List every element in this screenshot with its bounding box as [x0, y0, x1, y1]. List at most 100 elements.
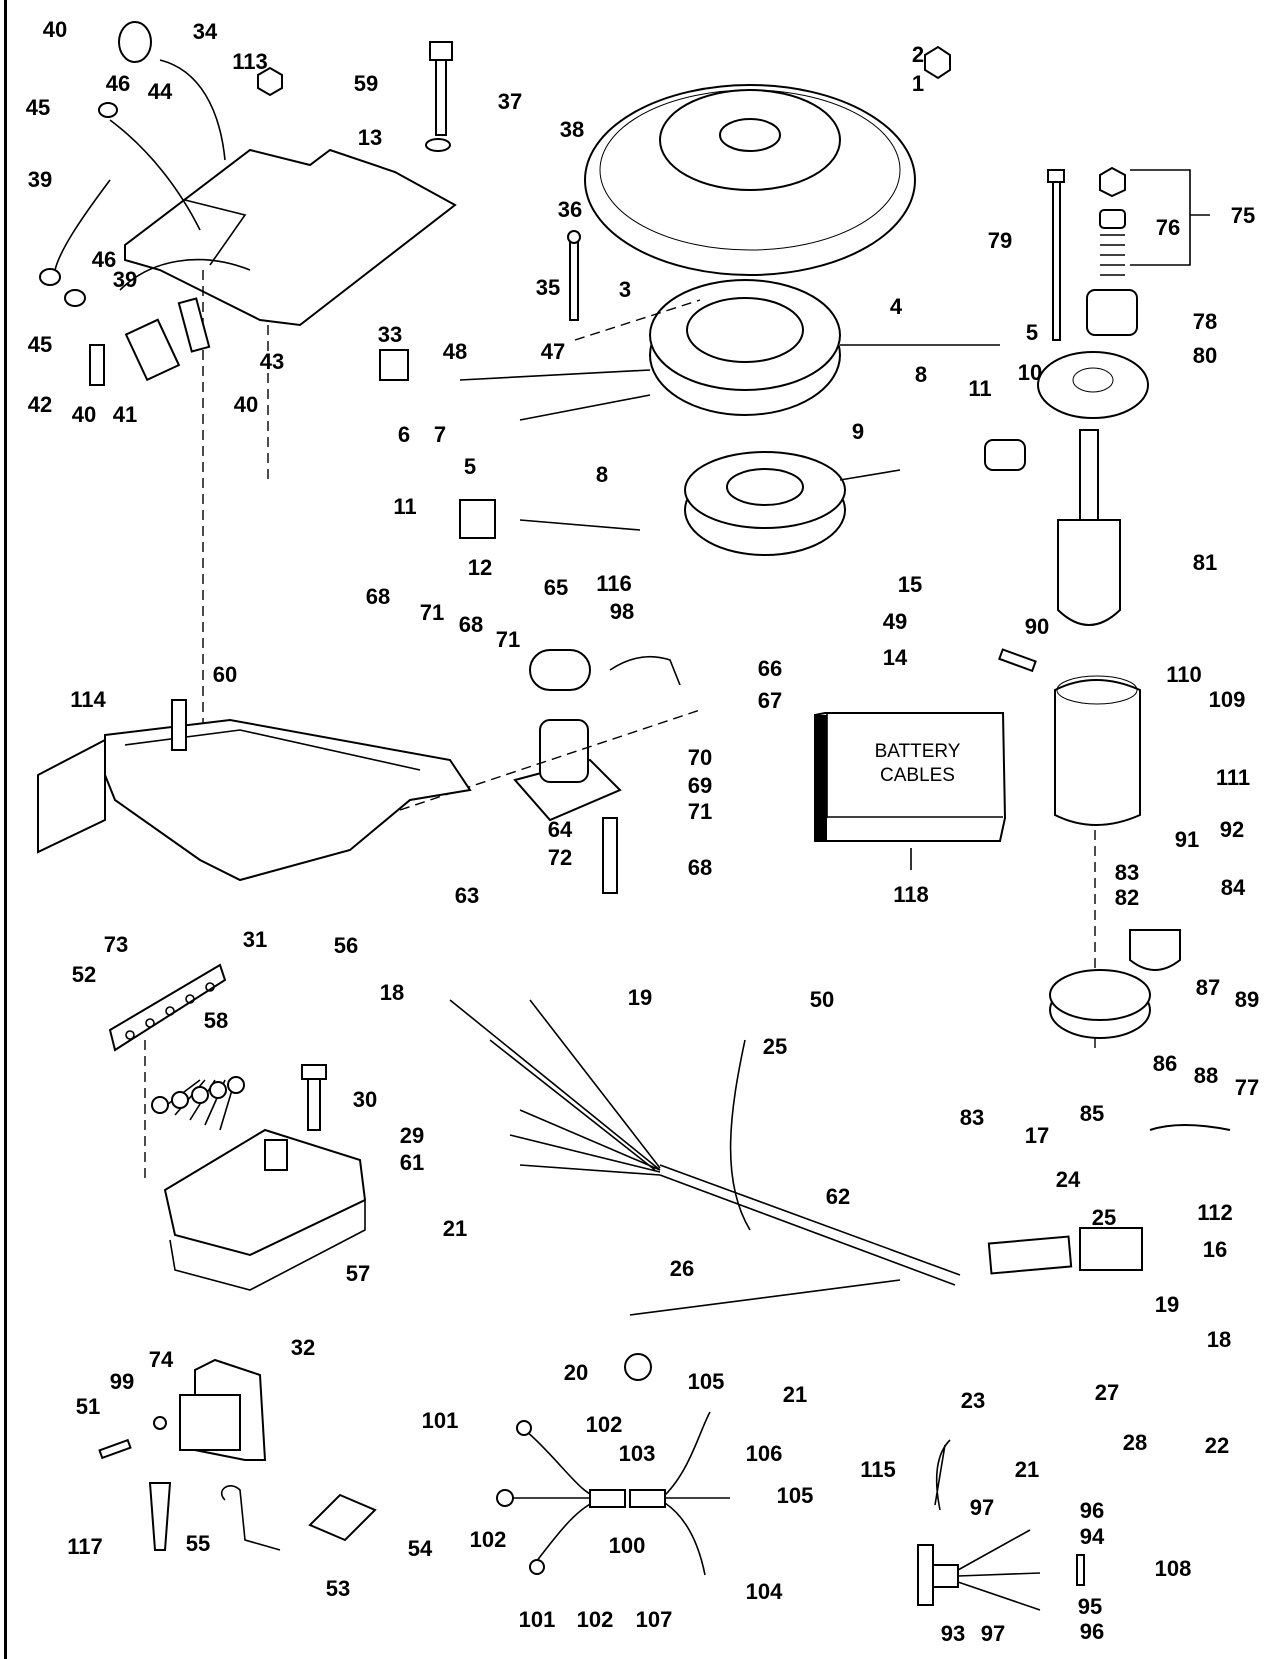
callout-78: 78: [1192, 309, 1218, 334]
callout-102: 102: [469, 1527, 507, 1552]
callout-36: 36: [557, 197, 583, 222]
callout-25: 25: [1091, 1205, 1117, 1230]
flywheel-1: [584, 45, 951, 276]
callout-64: 64: [547, 817, 573, 842]
callout-21: 21: [442, 1216, 468, 1241]
callout-75: 75: [1230, 203, 1256, 228]
callout-83: 83: [1114, 860, 1140, 885]
callout-97: 97: [980, 1621, 1006, 1646]
callout-27: 27: [1094, 1380, 1120, 1405]
callout-70: 70: [687, 745, 713, 770]
callout-31: 31: [242, 927, 268, 952]
callout-101: 101: [518, 1607, 556, 1632]
callout-22: 22: [1204, 1433, 1230, 1458]
callout-116: 116: [596, 571, 632, 596]
callout-52: 52: [71, 962, 97, 987]
callout-90: 90: [1024, 614, 1050, 639]
callout-88: 88: [1193, 1063, 1219, 1088]
callout-68: 68: [365, 584, 391, 609]
callout-17: 17: [1024, 1123, 1050, 1148]
callout-67: 67: [757, 688, 783, 713]
callout-92: 92: [1219, 817, 1245, 842]
starter-housing: [998, 648, 1141, 1050]
callout-112: 112: [1197, 1200, 1233, 1225]
callout-102: 102: [585, 1412, 623, 1437]
callout-4: 4: [889, 294, 903, 319]
callout-72: 72: [547, 845, 573, 870]
callout-55: 55: [185, 1531, 211, 1556]
callout-118: 118: [893, 882, 929, 907]
callout-109: 109: [1208, 687, 1246, 712]
callout-19: 19: [1154, 1292, 1180, 1317]
end-cap-82: [1049, 929, 1181, 1039]
callout-15: 15: [897, 572, 923, 597]
callout-94: 94: [1079, 1524, 1105, 1549]
callout-95: 95: [1077, 1594, 1103, 1619]
callout-111: 111: [1215, 765, 1251, 790]
callout-97: 97: [969, 1495, 995, 1520]
callout-18: 18: [379, 980, 405, 1005]
callout-76: 76: [1155, 215, 1181, 240]
callout-9: 9: [851, 419, 865, 444]
callout-42: 42: [27, 392, 53, 417]
terminal-block-52: [108, 963, 227, 1052]
callout-3: 3: [618, 277, 632, 302]
callout-29: 29: [399, 1123, 425, 1148]
callout-2: 2: [911, 42, 925, 67]
callout-99: 99: [109, 1369, 135, 1394]
ignition-coil-32: [98, 1358, 267, 1461]
callout-73: 73: [103, 932, 129, 957]
callout-101: 101: [421, 1408, 459, 1433]
callout-46: 46: [105, 71, 131, 96]
callout-6: 6: [397, 422, 411, 447]
callout-1: 1: [911, 71, 925, 96]
diagram-border: [4, 0, 7, 1659]
callout-60: 60: [212, 662, 238, 687]
callout-114: 114: [70, 687, 106, 712]
callout-39: 39: [112, 267, 138, 292]
callout-21: 21: [782, 1382, 808, 1407]
callout-5: 5: [463, 454, 477, 479]
callout-77: 77: [1234, 1075, 1260, 1100]
callout-115: 115: [860, 1457, 896, 1482]
callout-7: 7: [433, 422, 447, 447]
callout-110: 110: [1166, 662, 1202, 687]
callout-87: 87: [1195, 975, 1221, 1000]
callout-13: 13: [357, 125, 383, 150]
callout-79: 79: [987, 228, 1013, 253]
callout-51: 51: [75, 1394, 101, 1419]
callout-93: 93: [940, 1621, 966, 1646]
callout-48: 48: [442, 339, 468, 364]
timer-base-9: [459, 439, 1026, 556]
callout-80: 80: [1192, 343, 1218, 368]
callout-39: 39: [27, 167, 53, 192]
trim-switch-93: [917, 1439, 1085, 1611]
callout-45: 45: [25, 95, 51, 120]
callout-100: 100: [608, 1533, 646, 1558]
callout-62: 62: [825, 1184, 851, 1209]
callout-82: 82: [1114, 885, 1140, 910]
callout-53: 53: [325, 1576, 351, 1601]
wiring-harness: [449, 999, 1231, 1381]
callout-61: 61: [399, 1150, 425, 1175]
solenoid-64: [399, 649, 701, 894]
callout-33: 33: [377, 322, 403, 347]
callout-43: 43: [259, 349, 285, 374]
callout-71: 71: [687, 799, 713, 824]
callout-81: 81: [1192, 550, 1218, 575]
callout-45: 45: [27, 332, 53, 357]
callout-65: 65: [543, 575, 569, 600]
battery-cables-box: [814, 712, 1007, 870]
callout-98: 98: [609, 599, 635, 624]
callout-85: 85: [1079, 1101, 1105, 1126]
bolts: [429, 41, 1065, 341]
callout-68: 68: [458, 612, 484, 637]
callout-107: 107: [635, 1607, 673, 1632]
callout-10: 10: [1017, 360, 1043, 385]
callout-117: 117: [67, 1534, 103, 1559]
callout-50: 50: [809, 987, 835, 1012]
callout-106: 106: [745, 1441, 783, 1466]
battery-label-line2: CABLES: [880, 764, 955, 786]
callout-11: 11: [968, 376, 992, 401]
